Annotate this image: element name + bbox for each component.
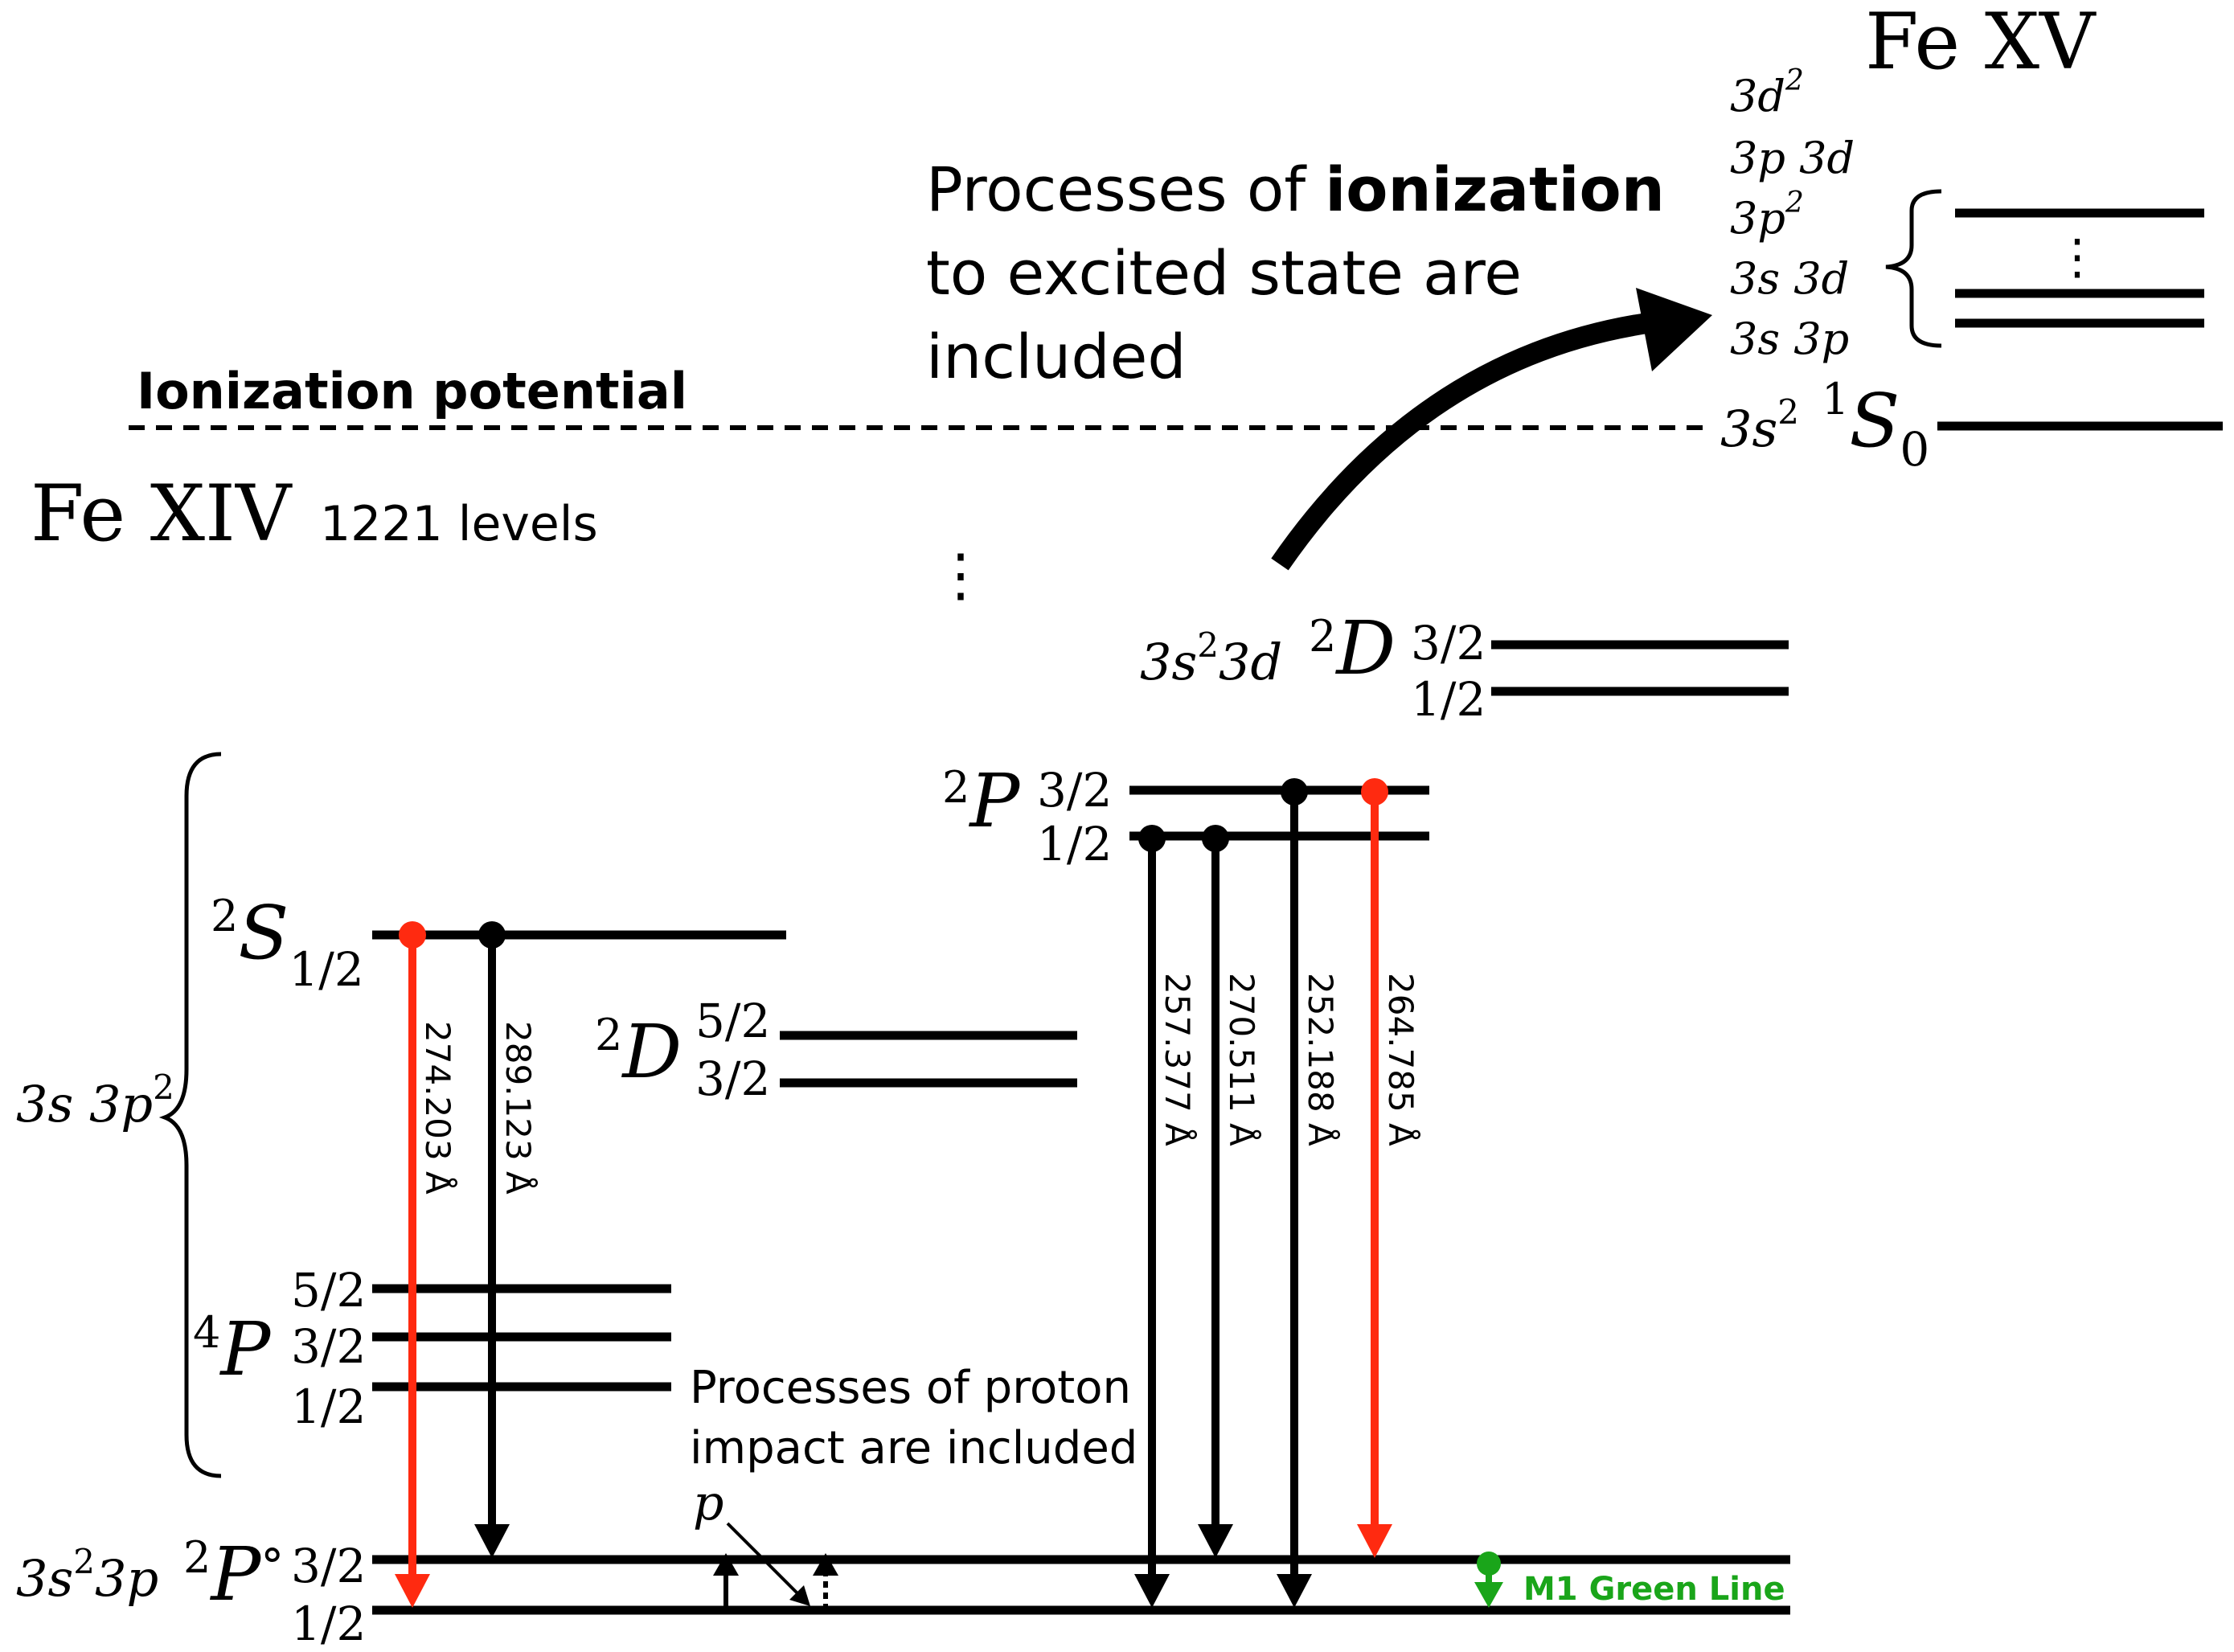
term-2D-3d-label: 2D — [1309, 605, 1396, 691]
j-2D-3d-lower: 1/2 — [1411, 672, 1486, 727]
proton-dashed-arrow-head — [813, 1553, 838, 1576]
fe15-config-brace — [1885, 189, 1942, 348]
j-2D-lower: 3/2 — [695, 1051, 770, 1106]
fe14-vdots: ⋮ — [932, 541, 990, 609]
transition-252-arrowhead — [1277, 1574, 1312, 1608]
fe15-config-3p3d: 3p 3d — [1730, 133, 1855, 183]
ionization-note-line3: included — [926, 321, 1187, 392]
transition-270-origin — [1202, 825, 1229, 852]
levels-count: 1221 levels — [320, 496, 598, 552]
ground-term-label: 2P° — [183, 1531, 284, 1617]
j-ground-lower: 1/2 — [291, 1597, 366, 1651]
transition-252-label: 252.188 Å — [1301, 973, 1341, 1146]
fe15-config-3p2: 3p2 — [1730, 187, 1804, 244]
j-4P-1-2: 1/2 — [291, 1379, 366, 1434]
proton-up-arrow-head — [713, 1553, 739, 1576]
transition-252-origin — [1281, 778, 1308, 806]
transition-289-origin — [478, 921, 506, 949]
transition-264-arrowhead — [1357, 1524, 1392, 1558]
green-line-origin — [1477, 1552, 1501, 1576]
transition-274-origin — [399, 921, 426, 949]
j-4P-3-2: 3/2 — [291, 1319, 366, 1374]
config-3s3p2-label: 3s 3p2 — [16, 1068, 174, 1133]
term-2S-label: 2S1/2 — [211, 890, 364, 997]
transition-264-origin — [1361, 778, 1388, 806]
transition-257-origin — [1138, 825, 1166, 852]
ionization-potential-label: Ionization potential — [137, 362, 687, 420]
config-3s2-3d-label: 3s23d — [1140, 625, 1282, 691]
fe15-config-3s3d: 3s 3d — [1730, 253, 1849, 304]
term-2D-label: 2D — [595, 1009, 682, 1095]
fe14-title: Fe XIV — [31, 469, 293, 559]
ground-config-label: 3s23p — [16, 1542, 158, 1608]
ionization-note-line2: to excited state are — [926, 237, 1522, 309]
fe15-title: Fe XV — [1865, 0, 2097, 87]
fe15-vdots: ⋮ — [2053, 229, 2101, 285]
j-2P-upper: 3/2 — [1037, 763, 1112, 818]
green-line-label: M1 Green Line — [1523, 1571, 1785, 1608]
transition-264-label: 264.785 Å — [1381, 973, 1421, 1146]
proton-p-label: p — [693, 1475, 723, 1531]
transition-257-label: 257.377 Å — [1158, 973, 1198, 1146]
j-4P-5-2: 5/2 — [291, 1263, 366, 1318]
ionization-note-line1: Processes of ionization — [926, 154, 1665, 225]
transition-274-label: 274.203 Å — [418, 1021, 458, 1195]
proton-pointer-line — [726, 1522, 805, 1601]
config-3s3p2-brace — [158, 752, 222, 1478]
proton-pointer-head — [789, 1585, 810, 1606]
term-4P-label: 4P — [193, 1306, 272, 1392]
fe15-config-3d2: 3d2 — [1730, 64, 1804, 121]
transition-270-label: 270.511 Å — [1222, 973, 1262, 1146]
transition-289-arrowhead — [474, 1524, 510, 1558]
j-2D-upper: 5/2 — [695, 994, 770, 1048]
j-ground-upper: 3/2 — [291, 1539, 366, 1593]
proton-note-line1: Processes of proton — [690, 1362, 1131, 1414]
transition-274-arrowhead — [395, 1574, 430, 1608]
transition-257-arrowhead — [1134, 1574, 1170, 1608]
green-line-arrowhead — [1474, 1582, 1503, 1608]
transition-270-arrowhead — [1198, 1524, 1233, 1558]
proton-note-line2: impact are included — [690, 1422, 1137, 1474]
transition-289-label: 289.123 Å — [498, 1021, 539, 1195]
fe15-config-list: 3d2 3p 3d 3p2 3s 3d 3s 3p — [1730, 64, 1855, 364]
term-2P-label: 2P — [942, 758, 1021, 844]
fe15-config-3s3p: 3s 3p — [1730, 314, 1849, 364]
j-2P-lower: 1/2 — [1037, 817, 1112, 871]
j-2D-3d-upper: 3/2 — [1411, 616, 1486, 670]
ionization-curved-arrow — [1271, 309, 1674, 571]
ionization-arrow-head — [1636, 288, 1712, 371]
